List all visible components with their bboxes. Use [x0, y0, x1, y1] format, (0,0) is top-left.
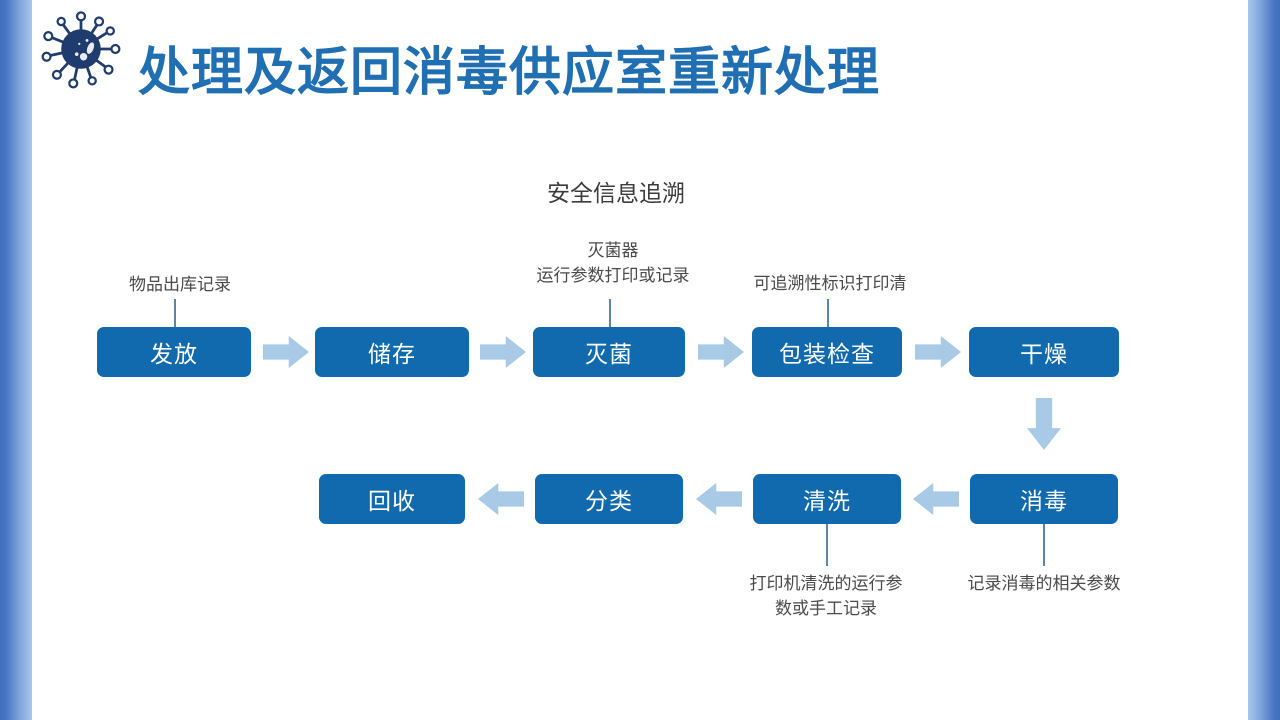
note-disinfection-params: 记录消毒的相关参数: [967, 574, 1121, 593]
right-edge-bar: [1248, 0, 1280, 720]
arrow-right-2: [480, 336, 526, 368]
process-box-recycle[interactable]: 回收: [319, 474, 465, 524]
process-box-storage[interactable]: 储存: [315, 327, 469, 377]
note-sterilizer-params: 灭菌器 运行参数打印或记录: [536, 241, 690, 285]
arrow-left-2: [696, 483, 742, 515]
connector-traceability: [827, 299, 829, 327]
process-box-sterilization[interactable]: 灭菌: [533, 327, 685, 377]
arrow-left-1: [478, 483, 524, 515]
left-edge-bar: [0, 0, 32, 720]
note-item-dispatch-record: 物品出库记录: [129, 275, 231, 294]
arrow-right-3: [698, 336, 744, 368]
arrow-right-1: [263, 336, 309, 368]
connector-sterilizer: [609, 299, 611, 327]
virus-icon: [38, 6, 124, 92]
process-box-package-check[interactable]: 包装检查: [752, 327, 902, 377]
arrow-left-3: [913, 483, 959, 515]
process-box-disinfection[interactable]: 消毒: [970, 474, 1118, 524]
process-box-drying[interactable]: 干燥: [969, 327, 1119, 377]
note-traceability-label: 可追溯性标识打印清: [753, 274, 907, 293]
page-title: 处理及返回消毒供应室重新处理: [138, 42, 881, 103]
process-box-dispatch[interactable]: 发放: [97, 327, 251, 377]
note-washer-params: 打印机清洗的运行参 数或手工记录: [749, 574, 903, 618]
arrow-right-4: [915, 336, 961, 368]
diagram-heading: 安全信息追溯: [547, 180, 685, 206]
connector-washing: [826, 524, 828, 566]
process-box-sorting[interactable]: 分类: [535, 474, 683, 524]
connector-dispatch: [174, 299, 176, 327]
process-box-washing[interactable]: 清洗: [753, 474, 901, 524]
arrow-down-1: [1027, 398, 1061, 450]
connector-disinfection: [1043, 524, 1045, 566]
